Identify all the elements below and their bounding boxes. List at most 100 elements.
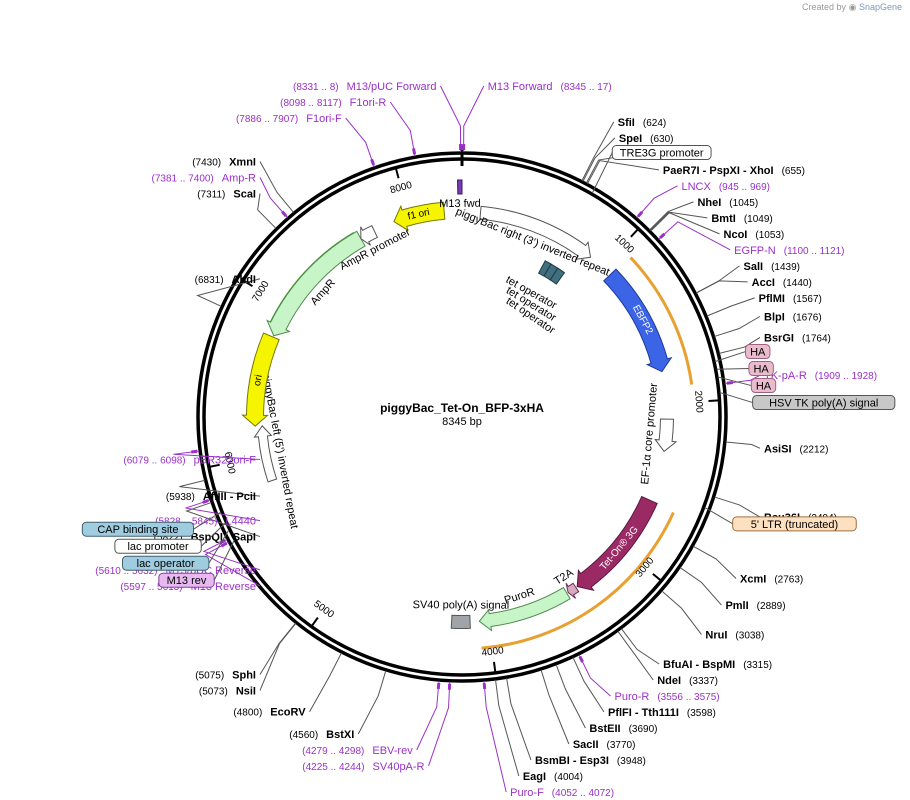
site-bstxi-24-leader [357,670,387,735]
site-sphi-27-name: SphI [232,669,256,681]
feature-ef-1-core-promoter-7 [654,418,678,453]
boxed-label-hsv-tk-poly-a-signal-4-leader [719,391,753,404]
teton-puror-orf-band [481,511,675,650]
site-spei-1-label: SpeI(630) [619,133,674,145]
site-nrui-16-leader [661,590,702,635]
site-eagi-23-name: EagI [523,771,546,783]
feature-piggybac-left-5-inverted-repeat-12 [253,425,278,483]
site-bsmbi-esp3i-22-label: BsmBI - Esp3I(3948) [535,755,646,767]
primer-tk-pa-r-7-name: TK-pA-R [764,370,807,382]
site-bfuai-bspmi-17-name: BfuAI - BspMI [663,659,735,671]
site-ahdi-30-pos: (6831) [195,275,224,286]
site-pflfi-tth111i-19-pos: (3598) [687,708,716,719]
plasmid-size: 8345 bp [442,416,482,428]
snapgene-logo-icon: ◉ [848,2,857,12]
site-ndei-18-leader [617,630,654,681]
site-xcmi-14-name: XcmI [740,573,766,585]
site-ncoi-6-label: NcoI(1053) [724,229,785,241]
site-asisi-12-pos: (2212) [800,444,829,455]
feature-ebfp2-6 [603,268,673,373]
primer-tk-pa-r-7-pos: (1909 .. 1928) [815,371,877,382]
site-sacii-21-name: SacII [573,739,599,751]
boxed-label-lac-operator-8-leader [208,529,230,564]
snapgene-credit: Created by ◉ SnapGene [802,2,902,13]
primer-puro-r-8-label: Puro-R(3556 .. 3575) [615,691,720,703]
site-bfuai-bspmi-17-leader [621,628,660,665]
site-sfii-0-label: SfiI(624) [618,117,666,129]
boxed-label-ha-2-box [748,361,774,377]
site-afliii-pcii-29-name: AflIII - PciI [203,491,256,503]
site-bsteii-20-name: BstEII [589,723,620,735]
site-bstxi-24-name: BstXI [326,729,354,741]
site-pmli-15-leader [679,567,722,606]
site-bmti-5-leader [649,211,708,231]
site-nsii-26-leader [259,623,297,691]
site-pflfi-tth111i-19-leader [572,657,605,713]
site-asisi-12-leader [725,441,761,449]
site-afliii-pcii-29-leader [179,479,261,497]
primer-f1ori-f-3-leader [345,117,375,168]
site-xmni-32-leader [259,161,294,213]
site-bsrgi-11-name: BsrGI [764,332,794,344]
site-xmni-32-pos: (7430) [192,157,221,168]
site-pmli-15-name: PmlI [725,600,748,612]
site-nhei-4-pos: (1045) [729,198,758,209]
site-bstxi-24-label: (4560)BstXI [289,729,354,741]
primer-f1ori-f-3-label: (7886 .. 7907)F1ori-F [236,113,342,125]
site-pmli-15-pos: (2889) [757,601,786,612]
tick-7000 [243,280,254,288]
primer-f1ori-f-3-mark [370,158,376,166]
primer-egfp-n-6-mark [659,232,666,240]
site-eagi-23-pos: (4004) [554,772,583,783]
feature-ori-13-label: ori [252,374,265,387]
site-bmti-5-name: BmtI [711,213,735,225]
tick-2000 [708,399,719,402]
site-xcmi-14-pos: (2763) [774,574,803,585]
primer-f1ori-r-2-pos: (8098 .. 8117) [280,98,342,109]
site-bsu36i-13-leader [714,496,761,518]
primer-f1ori-r-2-name: F1ori-R [350,97,387,109]
site-ecorv-25-pos: (4800) [233,708,262,719]
primer-amp-r-4-pos: (7381 .. 7400) [152,173,214,184]
feature-m13-fwd-1 [457,179,463,195]
site-sali-7-label: SalI(1439) [744,261,800,273]
site-ecorv-25-label: (4800)EcoRV [233,707,306,719]
primer-m13-reverse-12-pos: (5597 .. 5613) [120,582,182,593]
primer-amp-r-4-mark [281,210,288,218]
primer-amp-r-4-label: (7381 .. 7400)Amp-R [152,172,257,184]
primer-puro-r-8-leader [578,654,611,697]
boxed-label-ha-1-box [745,344,771,360]
primer-tk-pa-r-7-label: TK-pA-R (1909 .. 1928) [764,370,877,382]
boxed-label-hsv-tk-poly-a-signal-4-text: HSV TK poly(A) signal [769,398,878,410]
site-xcmi-14-label: XcmI (2763) [740,573,803,585]
feature-tet-on-3g-8-label: Tet-On® 3G [598,524,641,572]
site-bsmbi-esp3i-22-name: BsmBI - Esp3I [535,755,609,767]
primer-tk-pa-r-7-leader [724,374,761,385]
primer-puro-f-9-pos: (4052 .. 4072) [552,788,614,799]
primer-ebv-rev-11-pos: (4279 .. 4298) [302,746,364,757]
boxed-label-tre3g-promoter-0-leader [591,152,613,194]
boxed-label-5-ltr-truncated-5-leader [704,507,733,525]
primer-egfp-n-6-label: EGFP-N(1100 .. 1121) [734,245,844,257]
primer-lncx-5-mark [637,210,644,218]
primer-m13-forward-1-leader [463,85,485,153]
tick-8000 [395,168,400,179]
primer-f1ori-r-2-label: (8098 .. 8117) F1ori-R [280,97,386,109]
site-nhei-4-leader [649,201,694,231]
primer-egfp-n-6-leader [658,221,731,251]
feature-ef-1-core-promoter-7-label: EF-1α core promoter [639,382,660,485]
boxed-label-m13-rev-9-leader [213,540,235,581]
boxed-label-m13-rev-9-text: M13 rev [167,575,207,587]
primer-ebv-rev-11-label: (4279 .. 4298)EBV-rev [302,745,413,757]
primer-m13-puc-reverse-13-pos: (5610 .. 5632) [95,566,157,577]
site-sali-7-leader [695,265,740,294]
primer-sv40pa-r-10-pos: (4225 .. 4244) [302,762,364,773]
site-bsrgi-11-pos: (1764) [802,333,831,344]
feature-ampr-14 [266,230,366,337]
primer-lncx-5-leader [636,185,678,219]
site-bfuai-bspmi-17-label: BfuAI - BspMI(3315) [663,659,772,671]
site-ncoi-6-leader [650,212,720,235]
site-ndei-18-name: NdeI [657,675,681,687]
